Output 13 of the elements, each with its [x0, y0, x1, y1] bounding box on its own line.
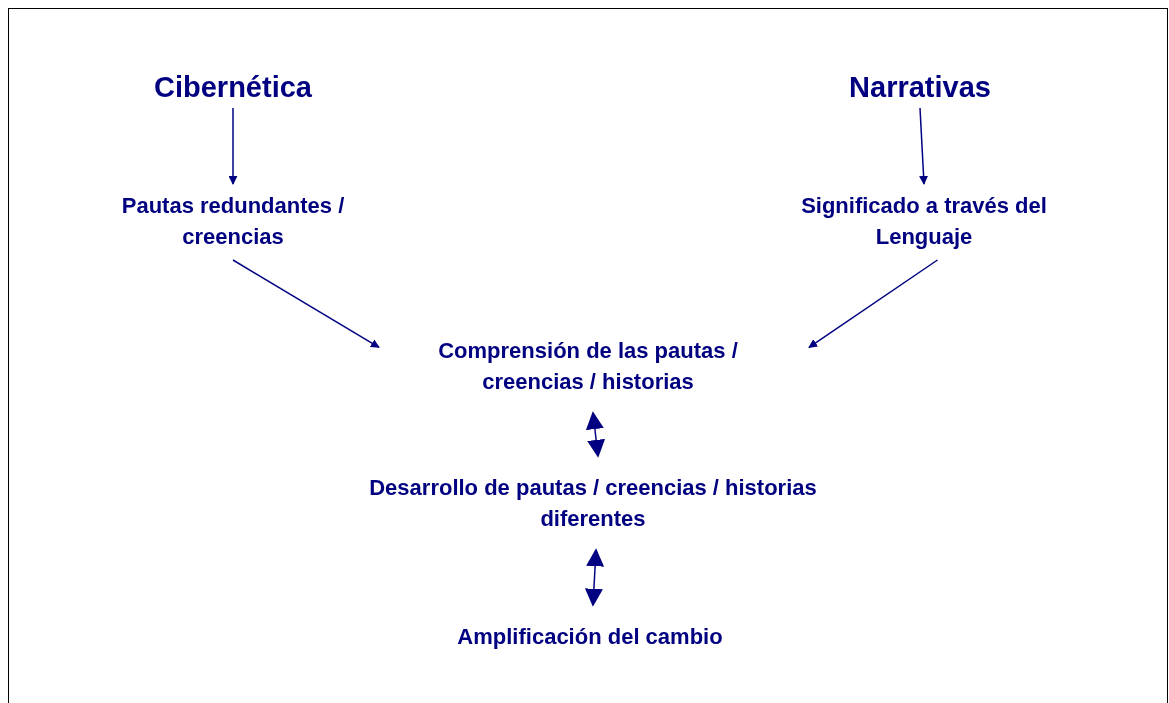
node-text: Cibernética: [103, 70, 363, 104]
node-text: Amplificación del cambio: [390, 621, 790, 652]
node-text: Narrativas: [790, 70, 1050, 104]
arrow: [585, 411, 606, 458]
node-text: Significado a través del Lenguaje: [789, 190, 1059, 252]
node-text: Desarrollo de pautas / creencias / historias diferentes: [368, 472, 818, 534]
node-text: Comprensión de las pautas / creencias / historias: [393, 335, 783, 397]
arrow: [808, 259, 939, 349]
arrow: [919, 107, 929, 185]
arrow: [228, 107, 238, 185]
node-text: Pautas redundantes / creencias: [88, 190, 378, 252]
arrow: [584, 548, 605, 607]
arrow: [232, 259, 380, 349]
